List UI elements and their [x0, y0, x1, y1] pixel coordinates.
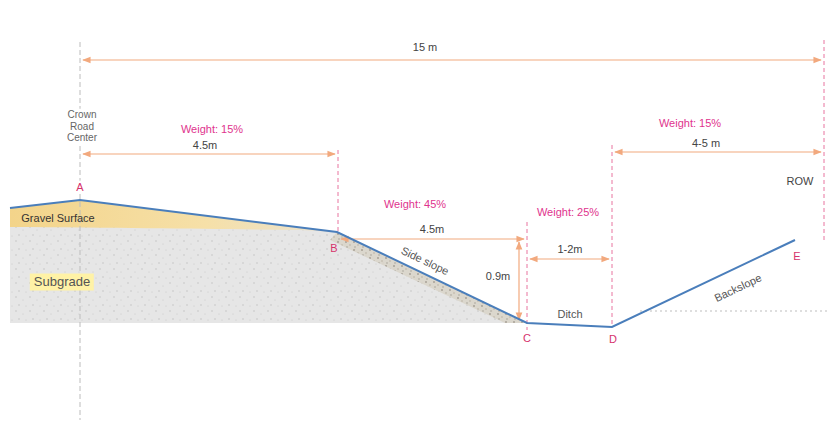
centerline-label: Crown Road Center: [56, 109, 108, 144]
guide-line: [612, 145, 613, 327]
road-profile: [10, 200, 795, 327]
weight-label: Weight: 15%: [181, 123, 243, 136]
point-label: E: [793, 250, 800, 263]
point-label: D: [609, 333, 617, 346]
dimension-label: 1-2m: [557, 243, 582, 256]
weight-label: Weight: 45%: [384, 198, 446, 211]
layer-label: Subgrade: [30, 274, 94, 291]
gravel-surface-band: [10, 200, 337, 232]
point-label: A: [74, 181, 85, 194]
ground-line: [640, 311, 830, 312]
point-label: B: [330, 242, 337, 255]
slope-label: Backslope: [712, 271, 763, 304]
center-line: [80, 42, 81, 420]
point-label: C: [523, 332, 531, 345]
dimension-label: 0.9m: [486, 270, 510, 283]
dimension-label: 15 m: [413, 41, 437, 54]
row-label: ROW: [787, 175, 814, 188]
dimension-label: 4.5m: [193, 139, 217, 152]
weight-label: Weight: 15%: [659, 117, 721, 130]
dimension-label: 4.5m: [420, 223, 444, 236]
weight-label: Weight: 25%: [537, 206, 599, 219]
dimension-label: 4-5 m: [692, 137, 720, 150]
guide-line: [527, 222, 528, 330]
guide-line: [338, 150, 339, 232]
layer-label: Gravel Surface: [21, 212, 94, 225]
slope-label: Side slope: [399, 244, 451, 278]
subgrade-fill: [10, 200, 527, 323]
ditch-label: Ditch: [557, 308, 582, 321]
row-line: [824, 40, 825, 240]
